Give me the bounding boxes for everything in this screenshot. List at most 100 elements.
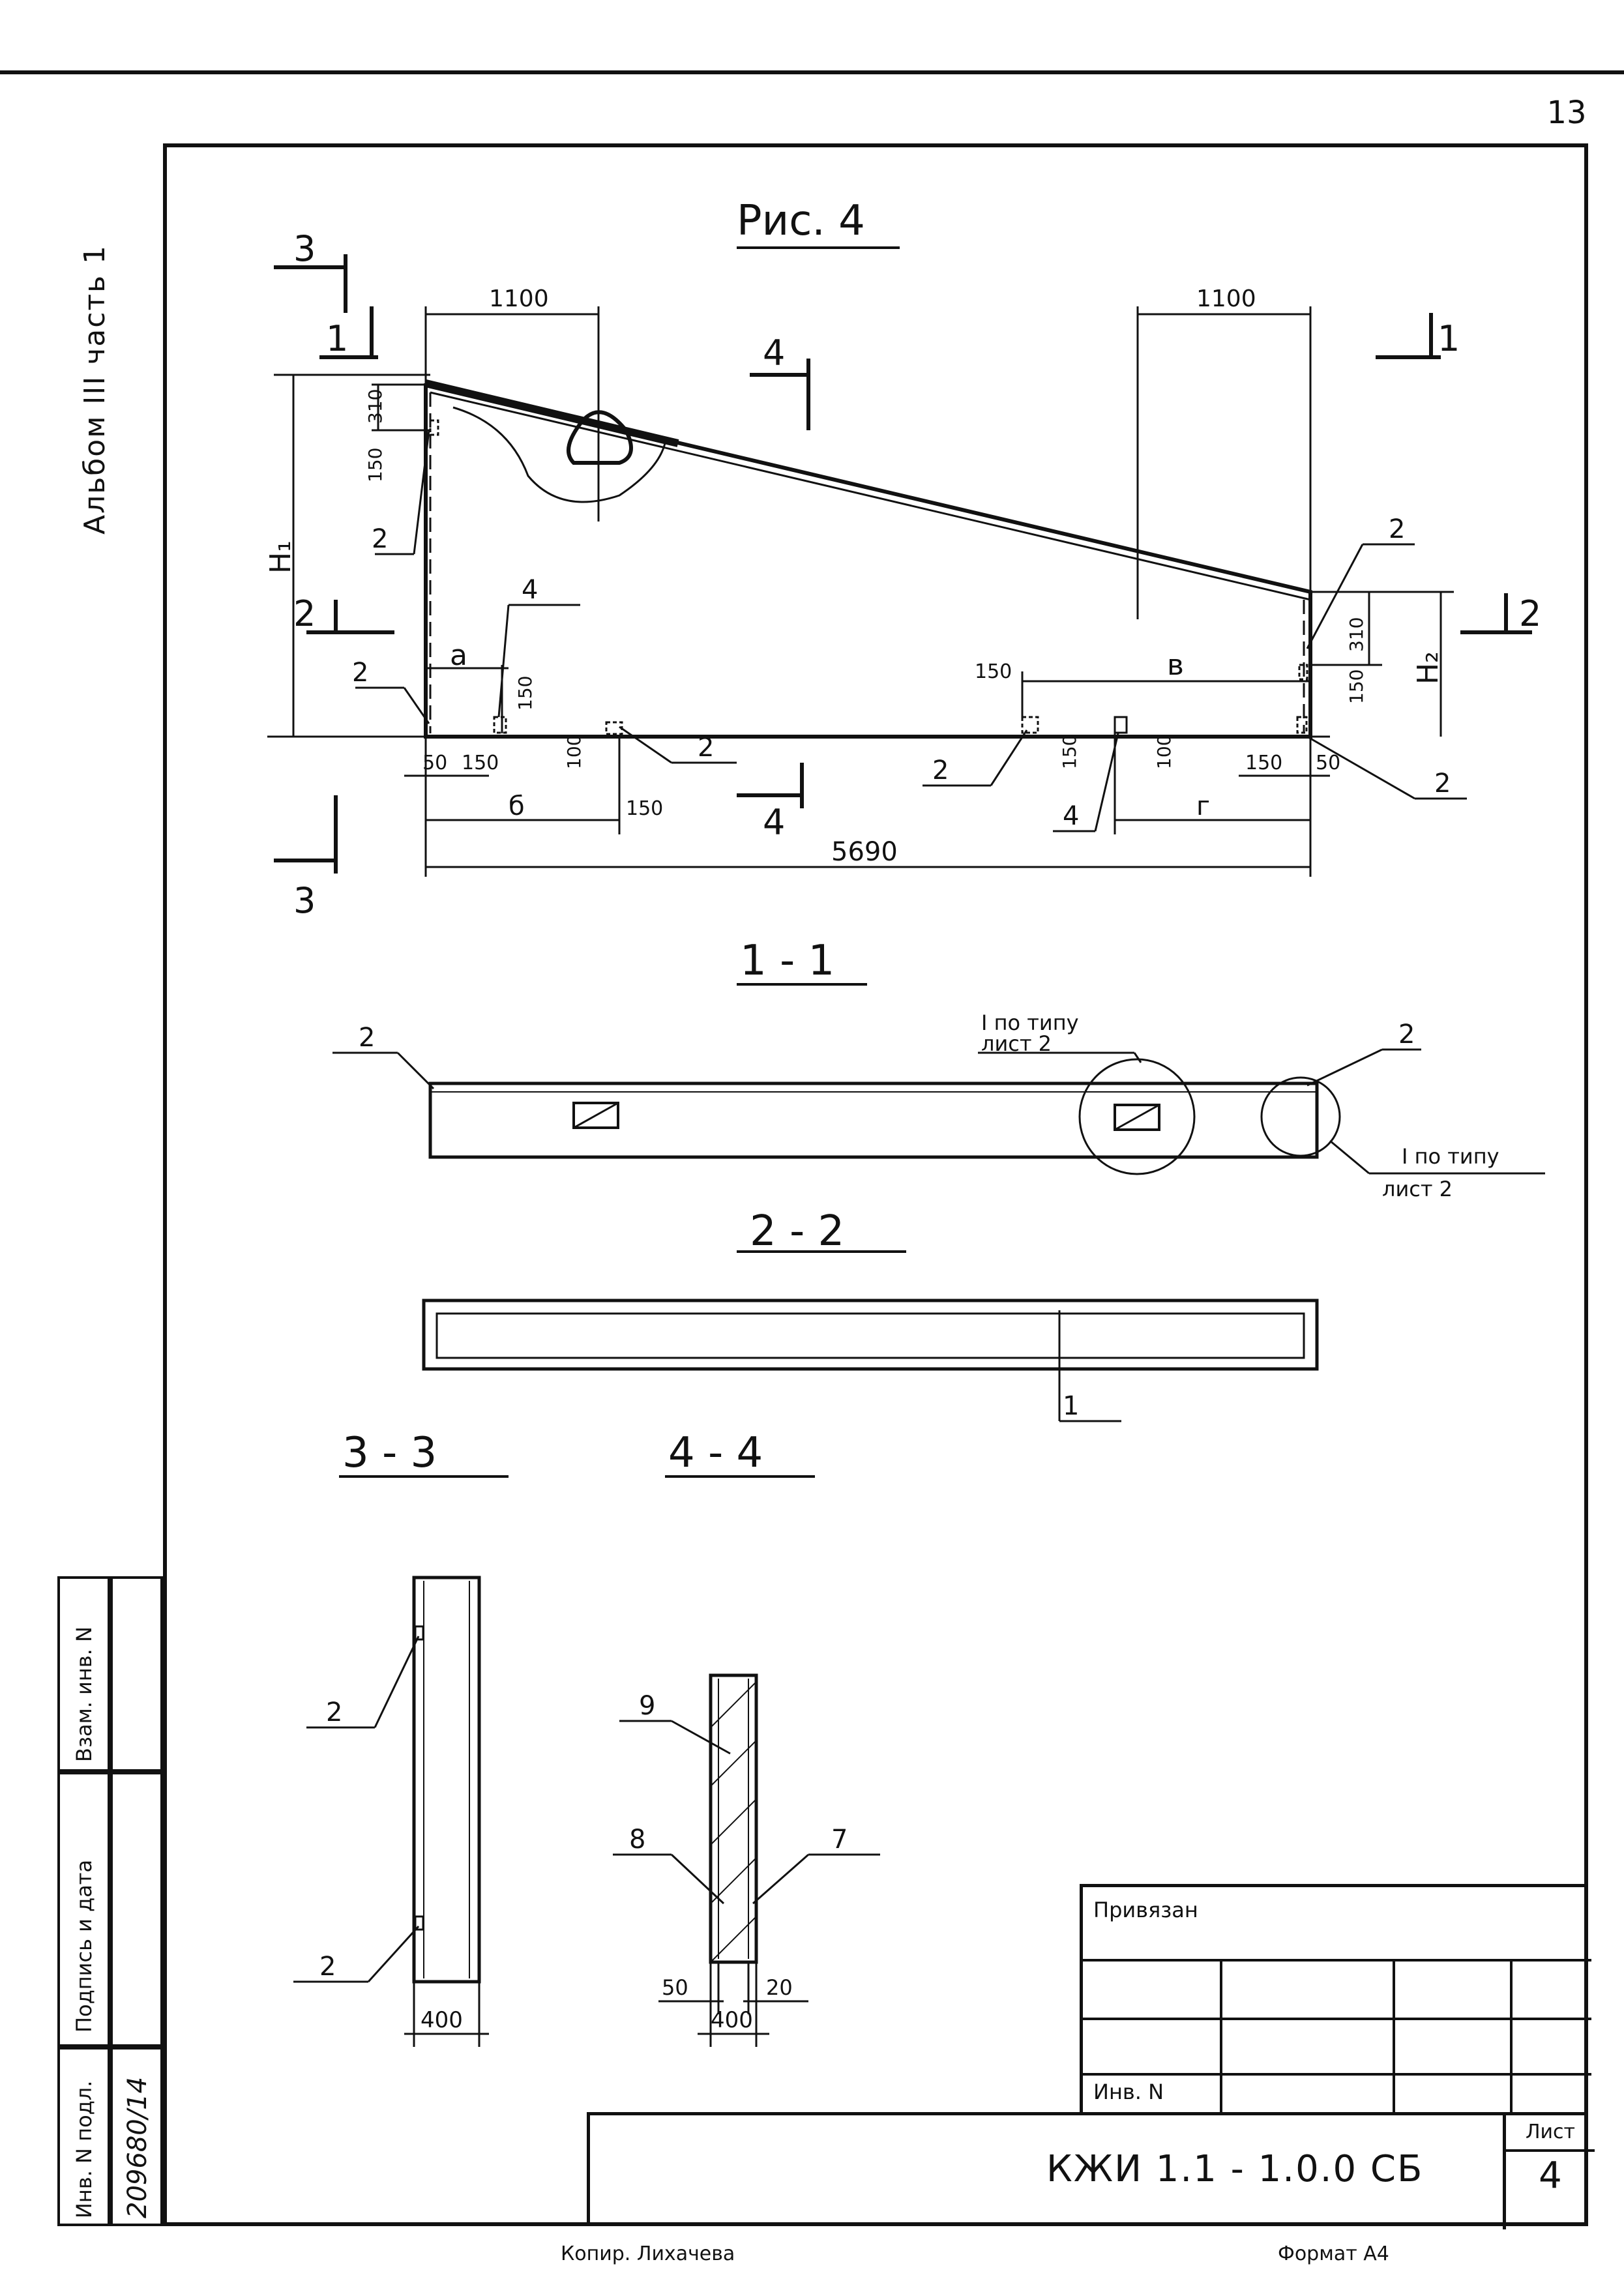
section-4-4-view — [613, 1475, 880, 2047]
dim-top-left: 1100 — [489, 286, 549, 312]
section-mark-2-right: 2 — [1519, 593, 1541, 634]
page-number: 13 — [1546, 95, 1587, 131]
section-1-1-note-mid-1: I по типу — [981, 1010, 1079, 1035]
dim-310-right: 310 — [1346, 617, 1367, 652]
section-mark-4-top: 4 — [763, 332, 785, 374]
stamp-inv-label: Инв. N подл. — [72, 2080, 96, 2218]
sheet-value: 4 — [1539, 2154, 1562, 2197]
section-mark-3-top: 3 — [293, 228, 316, 269]
section-mark-1-right: 1 — [1438, 318, 1460, 359]
dim-v: в — [1167, 649, 1184, 682]
section-1-1-note-right-1: I по типу — [1402, 1144, 1499, 1169]
callout-2-right: 2 — [1389, 514, 1405, 544]
callout-2-bm: 2 — [698, 733, 714, 763]
section-4-4-callout-7: 7 — [831, 1825, 848, 1855]
tb-vline-1 — [1220, 1959, 1222, 2115]
section-4-4-callout-8: 8 — [629, 1825, 645, 1855]
dim-h2: H₂ — [1411, 651, 1445, 684]
callout-2-bl: 2 — [352, 658, 368, 688]
dim-50-left: 50 — [422, 752, 447, 774]
section-4-4-width: 400 — [711, 2007, 753, 2033]
stamp-podpis-label: Подпись и дата — [72, 1859, 96, 2033]
dim-a: а — [450, 639, 467, 672]
section-4-4-dim-20: 20 — [766, 1975, 793, 2000]
tb-vline-3 — [1510, 1959, 1513, 2115]
figure-title: Рис. 4 — [737, 197, 865, 245]
section-3-3-width: 400 — [421, 2007, 463, 2033]
section-3-3-view — [293, 1475, 509, 2047]
dim-b: б — [509, 791, 525, 821]
dim-150-right: 150 — [1346, 669, 1367, 704]
section-mark-2-left: 2 — [293, 593, 316, 634]
elevation-dimensions — [274, 306, 1454, 877]
stamp-inv-value: 209680/14 — [123, 2076, 153, 2218]
dim-310-left: 310 — [364, 389, 386, 424]
section-1-1-title: 1 - 1 — [740, 937, 834, 985]
section-mark-1-left: 1 — [326, 318, 348, 359]
dim-50-right: 50 — [1316, 752, 1340, 774]
stamp-cell-podpis-value — [110, 1772, 163, 2047]
section-3-3-title: 3 - 3 — [342, 1429, 437, 1477]
stamp-cell-vzam — [57, 1576, 110, 1772]
drawing-canvas: Рис. 4 1100 1100 310 150 310 150 H₁ H₂ а… — [264, 197, 1545, 2047]
sheet-label: Лист — [1506, 2115, 1595, 2152]
dim-150-v: 150 — [975, 660, 1012, 683]
section-1-1-callout-right: 2 — [1398, 1020, 1415, 1050]
side-stamp: Взам. инв. N Подпись и дата Инв. N подл.… — [57, 1576, 163, 2226]
tb-inv-label: Инв. N — [1093, 2079, 1164, 2104]
stamp-cell-vzam-value — [110, 1576, 163, 1772]
callout-2-left: 2 — [372, 524, 388, 554]
dim-top-right: 1100 — [1196, 286, 1256, 312]
dim-g: г — [1196, 791, 1210, 821]
section-3-3-callout-bottom: 2 — [319, 1952, 336, 1982]
top-rule — [0, 70, 1624, 74]
dim-150-left: 150 — [364, 448, 386, 482]
section-1-1-callout-left: 2 — [359, 1023, 375, 1053]
stamp-cell-podpis — [57, 1772, 110, 2047]
section-3-3-callout-top: 2 — [326, 1697, 342, 1727]
section-mark-3-bottom: 3 — [293, 880, 316, 921]
doc-code: КЖИ 1.1 - 1.0.0 СБ — [1046, 2148, 1424, 2190]
dim-150-a: 150 — [514, 676, 536, 711]
dim-100-left: 100 — [563, 735, 585, 769]
section-1-1-note-right-2: лист 2 — [1382, 1177, 1453, 1201]
section-2-2-callout: 1 — [1063, 1391, 1079, 1421]
section-1-1-view — [332, 983, 1545, 1175]
drawing-frame — [163, 143, 1588, 2226]
callout-2-corner: 2 — [1434, 769, 1451, 799]
tb-sheet-box: Лист 4 — [1503, 2115, 1595, 2229]
tb-line-2 — [1083, 2018, 1591, 2020]
dim-150-br: 150 — [1245, 752, 1282, 774]
tb-attached-label: Привязан — [1093, 1898, 1198, 1922]
tb-line-3 — [1083, 2073, 1591, 2076]
footer-copied-by: Копир. Лихачева — [561, 2242, 735, 2265]
tb-vline-2 — [1393, 1959, 1395, 2115]
callout-4-right: 4 — [1063, 801, 1079, 831]
tb-main: КЖИ 1.1 - 1.0.0 СБ Лист 4 — [587, 2112, 1595, 2229]
dim-total: 5690 — [831, 837, 898, 867]
tb-line-1 — [1083, 1959, 1591, 1961]
section-4-4-dim-50: 50 — [662, 1975, 688, 2000]
stamp-cell-inv — [57, 2047, 110, 2226]
dim-150-b: 150 — [626, 797, 663, 820]
section-2-2-view — [422, 1250, 1319, 1422]
dim-150-bl: 150 — [462, 752, 499, 774]
section-4-4-title: 4 - 4 — [668, 1429, 763, 1477]
section-4-4-callout-9: 9 — [639, 1691, 655, 1721]
elevation-leaders — [355, 430, 1467, 832]
dim-100-right: 100 — [1153, 735, 1175, 769]
section-2-2-title: 2 - 2 — [750, 1207, 844, 1256]
album-label: Альбом III часть 1 — [78, 244, 111, 535]
callout-2-br: 2 — [932, 756, 949, 786]
callout-4-left: 4 — [522, 575, 538, 605]
section-marks — [274, 254, 1532, 874]
tb-attached: Привязан Инв. N — [1080, 1884, 1591, 2115]
footer-format: Формат А4 — [1278, 2242, 1389, 2265]
dim-150-b3: 150 — [1059, 735, 1080, 769]
stamp-cell-inv-value — [110, 2047, 163, 2226]
section-mark-4-bottom: 4 — [763, 802, 785, 843]
stamp-vzam-label: Взам. инв. N — [72, 1626, 96, 1762]
section-1-1-note-mid-2: лист 2 — [981, 1031, 1052, 1056]
dim-h1: H₁ — [264, 540, 297, 574]
title-block: Привязан Инв. N КЖИ 1.1 - 1.0.0 СБ Лист … — [587, 1884, 1595, 2229]
